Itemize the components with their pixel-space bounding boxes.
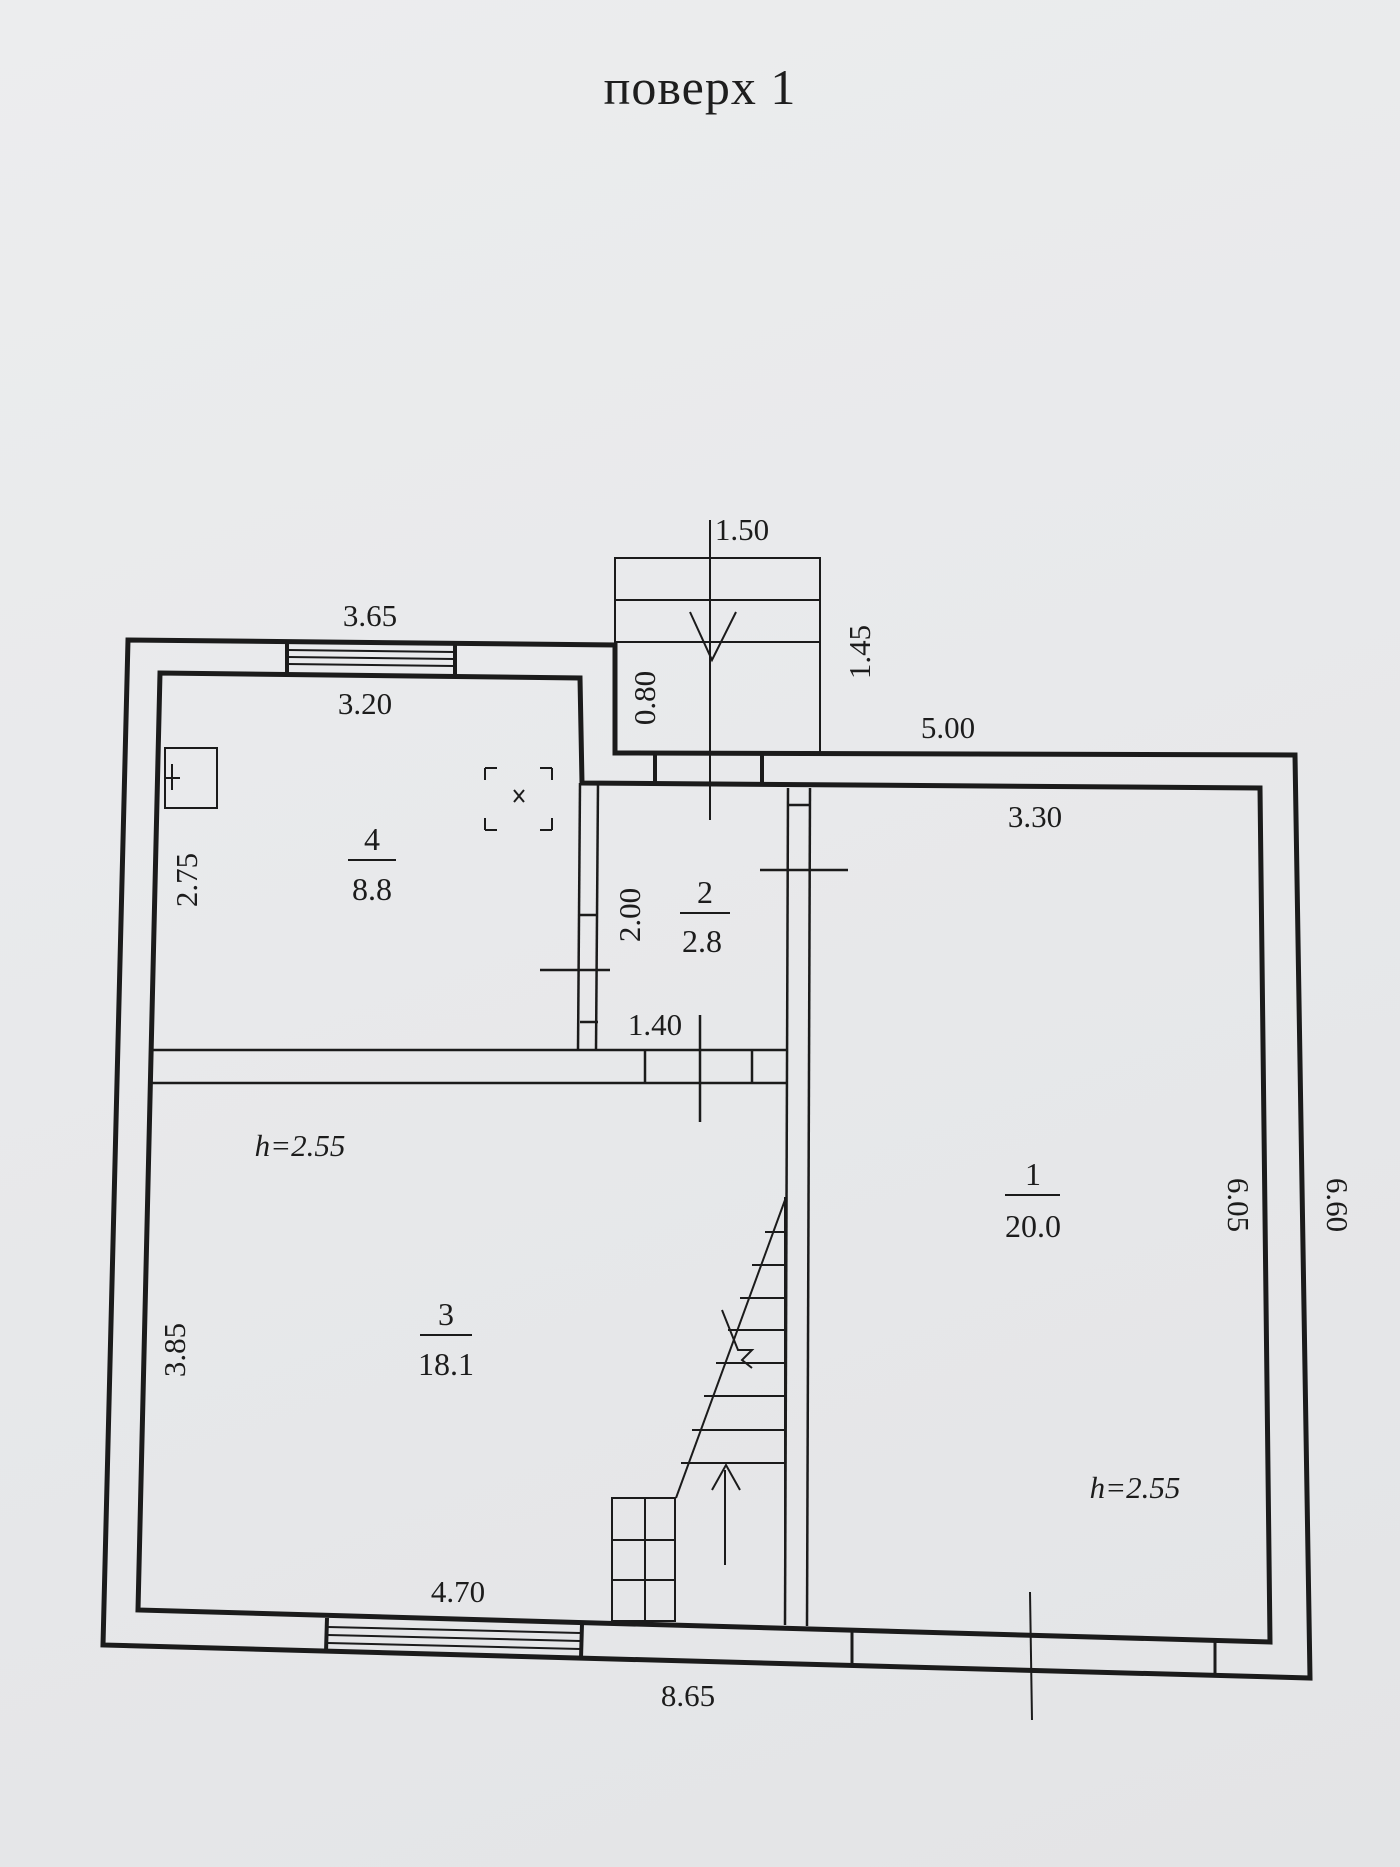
dim-outer-depth: 6.60 [1320,1178,1355,1232]
room-2-area: 2.8 [682,923,722,959]
grid-axis-south [1029,1591,1033,1721]
room-3-number: 3 [438,1296,454,1332]
dim-room2-width: 1.40 [628,1007,682,1042]
inner-wall [135,670,1273,1645]
dim-room3-width: 4.70 [431,1574,485,1609]
window-south [324,1617,584,1659]
internal-staircase [611,1197,786,1622]
boiler-fixture [484,767,553,831]
dim-vestibule-depth: 0.80 [627,671,662,725]
room-1-label: 1 20.0 [1005,1156,1061,1244]
room-1-area: 20.0 [1005,1208,1061,1244]
dim-room3-depth: 3.85 [157,1323,192,1377]
room-4-area: 8.8 [352,871,392,907]
room-4-label: 4 8.8 [348,821,396,907]
window-north [285,641,457,676]
dim-room2-depth: 2.00 [612,888,647,942]
floor-title: поверх 1 [603,59,797,115]
dim-room1-inner-depth: 6.05 [1221,1178,1256,1232]
room-2-label: 2 2.8 [680,874,730,959]
dim-north-outer-left: 3.65 [343,598,397,633]
partition-4-3 [150,968,788,1122]
dim-north-outer-right: 5.00 [921,710,975,745]
room-4-number: 4 [364,821,380,857]
dim-north-inner-room1: 3.30 [1008,799,1062,834]
room-3-label: 3 18.1 [418,1296,474,1382]
room-1-number: 1 [1025,1156,1041,1192]
dim-north-inner-room4: 3.20 [338,686,392,721]
room-3-area: 18.1 [418,1346,474,1382]
partition-4-2 [576,782,600,1051]
dim-porch-width: 1.50 [715,512,769,547]
dim-total-width: 8.65 [661,1678,715,1713]
porch-steps [614,520,821,820]
room-2-number: 2 [697,874,713,910]
partition-1-left [760,787,848,1627]
dim-porch-depth: 1.45 [842,625,877,679]
dim-room4-height: 2.75 [169,853,204,907]
ceiling-height-right: h=2.55 [1090,1470,1181,1505]
sink-fixture [164,747,218,809]
ceiling-height-left: h=2.55 [255,1128,346,1163]
